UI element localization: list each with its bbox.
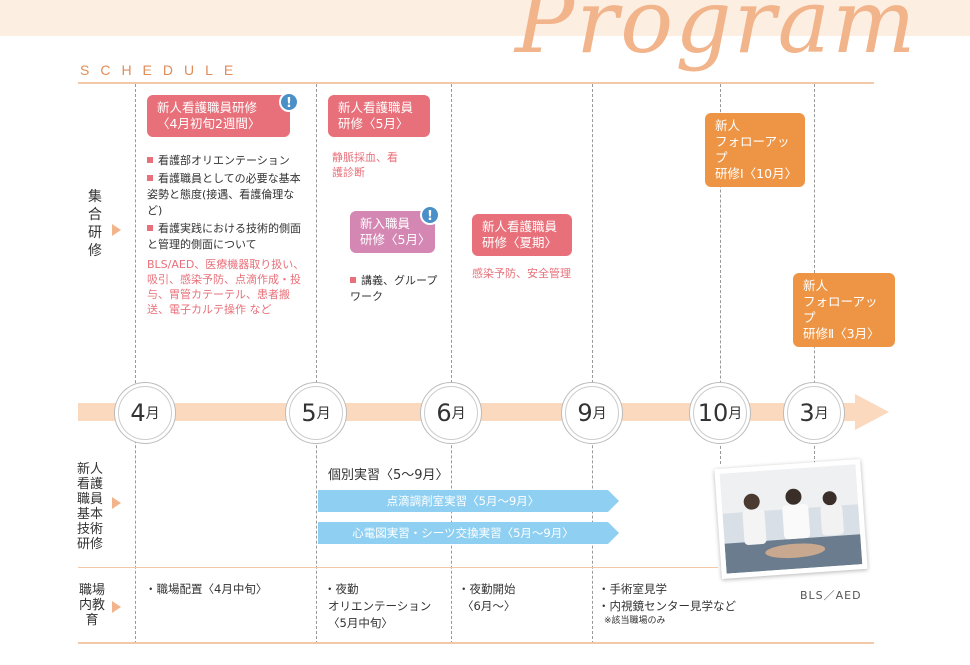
section-subtitle: SCHEDULE <box>80 62 245 78</box>
list-item: 講義、グループワーク <box>350 274 438 303</box>
workplace-line: オリエンテーション <box>328 599 432 613</box>
training-box-may: 新人看護職員 研修〈5月〉 <box>328 95 430 137</box>
workplace-item-may: ・夜勤 オリエンテーション 〈5月中旬〉 <box>324 581 431 632</box>
practice-bar-ecg: 心電図実習・シーツ交換実習〈5月〜9月〉 <box>318 522 619 544</box>
practice-bar-iv: 点滴調剤室実習〈5月〜9月〉 <box>318 490 619 512</box>
box-line: 新人 <box>803 278 829 293</box>
exclamation-icon: ! <box>420 205 440 225</box>
header-band <box>0 0 970 36</box>
arrow-right-icon <box>855 394 889 430</box>
summer-topics: 感染予防、安全管理 <box>472 267 571 280</box>
box-line: 研修Ⅱ〈3月〉 <box>803 326 880 341</box>
training-box-march: 新人 フォローアップ 研修Ⅱ〈3月〉 <box>793 273 895 347</box>
workplace-item-june: ・夜勤開始 〈6月〜〉 <box>458 581 516 615</box>
workplace-note: ※該当職場のみ <box>604 616 666 626</box>
box-line: 研修Ⅰ〈10月〉 <box>715 166 798 181</box>
divider <box>451 84 452 644</box>
list-item: 看護職員としての必要な基本姿勢と態度(接遇、看護倫理など) <box>147 172 301 217</box>
box-line: 〈4月初旬2週間〉 <box>157 116 261 131</box>
training-box-summer: 新人看護職員 研修〈夏期〉 <box>472 214 572 256</box>
box-line: 新入職員 <box>360 216 411 231</box>
workplace-line: ・夜勤開始 <box>458 582 516 596</box>
workplace-line: ・夜勤 <box>324 582 359 596</box>
training-box-october: 新人 フォローアップ 研修Ⅰ〈10月〉 <box>705 113 805 187</box>
practice-title: 個別実習〈5〜9月〉 <box>328 468 449 483</box>
arrow-right-icon <box>112 601 121 613</box>
arrow-right-icon <box>112 224 121 236</box>
page-title: Program <box>515 0 918 73</box>
workplace-line: 〈5月中旬〉 <box>328 616 393 630</box>
divider <box>316 84 317 644</box>
box-line: 新人看護職員 <box>338 100 414 115</box>
box-line: 新人看護職員研修 <box>157 100 258 115</box>
workplace-line: ・手術室見学 <box>598 582 667 596</box>
workplace-line: ・内視鏡センター見学など <box>598 599 736 613</box>
row-label-workplace: 職場内教育 <box>78 583 105 628</box>
workplace-line: 〈6月〜〉 <box>462 599 516 613</box>
april-topics: BLS/AED、医療機器取り扱い、吸引、感染予防、点滴作成・投与、胃管カテーテル… <box>147 258 305 316</box>
training-photo <box>714 459 868 579</box>
exclamation-icon: ! <box>279 92 299 112</box>
training-box-new-staff: 新入職員 研修〈5月〉 <box>350 211 435 253</box>
divider <box>592 84 593 644</box>
row-label-group-training: 集合研修 <box>88 189 102 259</box>
list-item: 看護部オリエンテーション <box>147 153 307 169</box>
box-line: 研修〈5月〉 <box>360 232 431 247</box>
box-line: 研修〈夏期〉 <box>482 235 558 250</box>
april-content: 看護部オリエンテーション 看護職員としての必要な基本姿勢と態度(接遇、看護倫理な… <box>147 153 307 317</box>
training-box-april: 新人看護職員研修 〈4月初旬2週間〉 <box>147 95 290 137</box>
workplace-item-april: ・職場配置〈4月中旬〉 <box>145 582 268 596</box>
box-line: フォローアップ <box>803 294 878 325</box>
photo-caption: BLS／AED <box>800 589 862 602</box>
box-line: 新人 <box>715 118 741 133</box>
divider <box>720 84 721 464</box>
workplace-item-september: ・手術室見学 ・内視鏡センター見学など ※該当職場のみ <box>598 581 736 628</box>
row-label-basic-skills: 新人看護職員基本技術研修 <box>76 462 103 552</box>
row-divider <box>78 567 718 568</box>
divider <box>135 84 136 644</box>
header-divider <box>78 82 874 84</box>
box-line: 新人看護職員 <box>482 219 558 234</box>
box-line: 研修〈5月〉 <box>338 116 409 131</box>
list-item: 看護実践における技術的側面と管理的側面について <box>147 222 301 251</box>
box-line: フォローアップ <box>715 134 790 165</box>
may-topics: 静脈採血、看護診断 <box>332 151 398 179</box>
footer-divider <box>78 642 874 644</box>
arrow-right-icon <box>112 497 121 509</box>
